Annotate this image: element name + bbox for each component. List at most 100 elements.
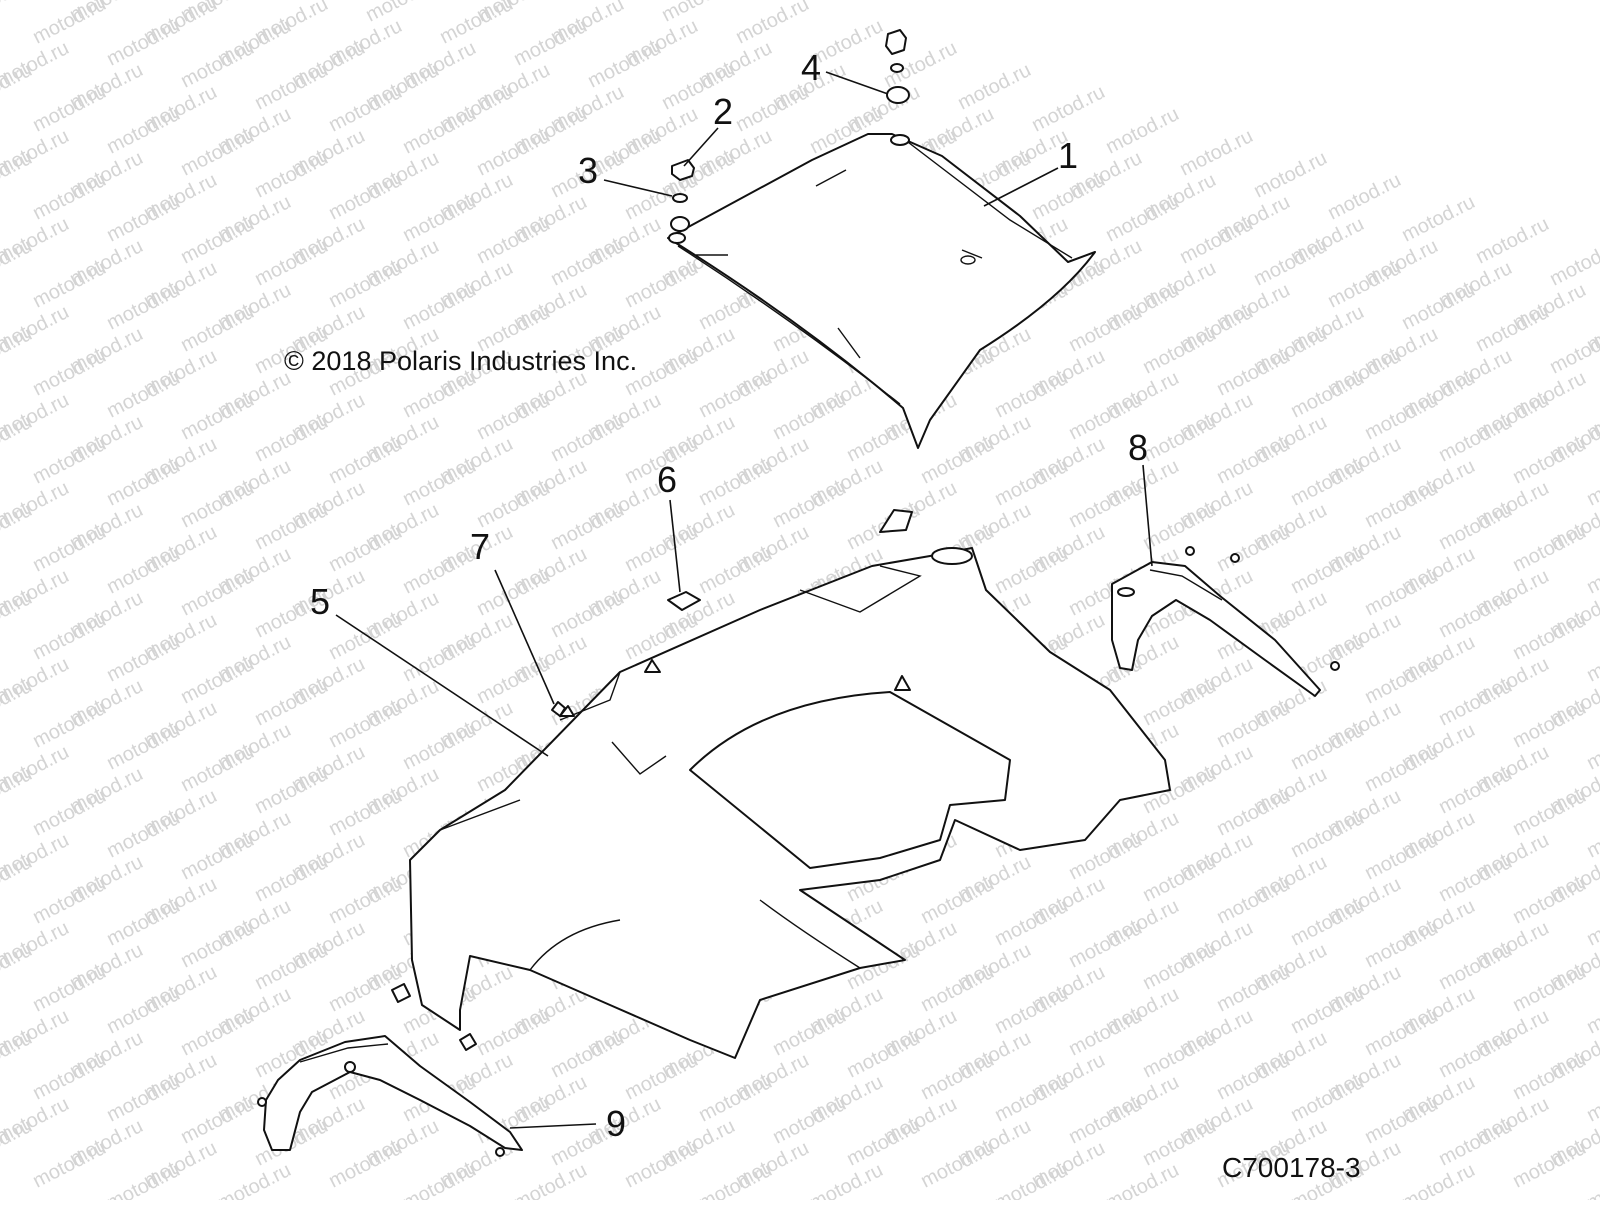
watermark-text: motod.ru (991, 543, 1071, 598)
watermark-text: motod.ru (251, 411, 331, 466)
watermark-text: motod.ru (103, 279, 183, 334)
figure-id: C700178-3 (1222, 1152, 1361, 1183)
watermark-text: motod.ru (103, 719, 183, 774)
watermark-text: motod.ru (325, 169, 405, 224)
watermark-text: motod.ru (917, 1137, 997, 1192)
watermark-text: motod.ru (917, 961, 997, 1016)
callout-6: 6 (657, 459, 677, 500)
watermark-text: motod.ru (103, 983, 183, 1038)
watermark-text: motod.ru (1583, 631, 1600, 686)
watermark-text: motod.ru (1213, 697, 1293, 752)
watermark-text: motod.ru (621, 521, 701, 576)
part-2-push-pin (671, 159, 695, 181)
watermark-text: motod.ru (695, 1071, 775, 1126)
watermark-text: motod.ru (29, 1049, 109, 1104)
watermark-text: motod.ru (917, 1049, 997, 1104)
callout-4: 4 (801, 47, 821, 88)
callout-8: 8 (1128, 427, 1148, 468)
watermark-text: motod.ru (1213, 521, 1293, 576)
part-1-cargo-lid (667, 133, 1096, 449)
watermark-text: motod.ru (177, 213, 257, 268)
watermark-text: motod.ru (1324, 169, 1404, 224)
watermark-text: motod.ru (177, 917, 257, 972)
watermark-text: motod.ru (1435, 851, 1515, 906)
callout-7: 7 (470, 526, 490, 567)
watermark-text: motod.ru (991, 1159, 1071, 1200)
part-5-rear-body-panel (391, 509, 1171, 1059)
watermark-text: motod.ru (1213, 1049, 1293, 1104)
watermark-text: motod.ru (1435, 675, 1515, 730)
watermark-text: motod.ru (547, 587, 627, 642)
watermark-text: motod.ru (1435, 763, 1515, 818)
watermark-text: motod.ru (325, 785, 405, 840)
watermark-text: motod.ru (1509, 433, 1589, 488)
watermark-text: motod.ru (1250, 147, 1330, 202)
watermark-text: motod.ru (1139, 323, 1219, 378)
watermark-text: motod.ru (547, 499, 627, 554)
watermark-text: motod.ru (103, 543, 183, 598)
watermark-text: motod.ru (1509, 609, 1589, 664)
callout-3: 3 (578, 150, 598, 191)
watermark-text: motod.ru (1213, 961, 1293, 1016)
watermark-text: motod.ru (1583, 807, 1600, 862)
watermark-text: motod.ru (991, 983, 1071, 1038)
watermark-text: motod.ru (399, 279, 479, 334)
leader-lines (335, 71, 1153, 1129)
watermark-text: motod.ru (1435, 1115, 1515, 1170)
watermark-text: motod.ru (1139, 1115, 1219, 1170)
watermark-text: motod.ru (1102, 1159, 1182, 1200)
watermark-text: motod.ru (1361, 741, 1441, 796)
watermark-text: motod.ru (917, 433, 997, 488)
watermark-text: motod.ru (1509, 785, 1589, 840)
watermark-text: motod.ru (547, 235, 627, 290)
watermark-text: motod.ru (1472, 301, 1552, 356)
watermark-text: motod.ru (806, 1159, 886, 1200)
watermark-text: motod.ru (251, 675, 331, 730)
watermark-text: motod.ru (1287, 983, 1367, 1038)
watermark-text: motod.ru (1361, 477, 1441, 532)
callout-5: 5 (310, 581, 330, 622)
watermark-text: motod.ru (1287, 895, 1367, 950)
watermark-text: motod.ru (29, 1137, 109, 1192)
watermark-text: motod.ru (769, 389, 849, 444)
watermark-text: motod.ru (1176, 213, 1256, 268)
watermark-text: motod.ru (954, 59, 1034, 114)
watermark-text: motod.ru (1435, 939, 1515, 994)
watermark-text: motod.ru (658, 0, 738, 26)
watermark-text: motod.ru (1065, 917, 1145, 972)
watermark-text: motod.ru (843, 1115, 923, 1170)
watermark-text: motod.ru (473, 125, 553, 180)
watermark-text: motod.ru (1583, 1071, 1600, 1126)
watermark-text: motod.ru (29, 257, 109, 312)
watermark-text: motod.ru (177, 389, 257, 444)
watermark-text: motod.ru (1472, 213, 1552, 268)
watermark-text: motod.ru (177, 37, 257, 92)
watermark-text: motod.ru (621, 1137, 701, 1192)
watermark-text: motod.ru (695, 1159, 775, 1200)
watermark-text: motod.ru (1435, 1027, 1515, 1082)
watermark-text: motod.ru (29, 433, 109, 488)
watermark-text: motod.ru (1361, 917, 1441, 972)
watermark-text: motod.ru (1509, 873, 1589, 928)
watermark-text: motod.ru (251, 235, 331, 290)
watermark-text: motod.ru (1361, 565, 1441, 620)
callout-9: 9 (606, 1103, 626, 1144)
watermark-text: motod.ru (399, 631, 479, 686)
watermark-text: motod.ru (1361, 653, 1441, 708)
watermark-text: motod.ru (1102, 191, 1182, 246)
watermark-text: motod.ru (251, 851, 331, 906)
watermark-text: motod.ru (399, 1159, 479, 1200)
watermark-text: motod.ru (1139, 411, 1219, 466)
watermark-text: motod.ru (510, 15, 590, 70)
watermark-text: motod.ru (1398, 279, 1478, 334)
watermark-text: motod.ru (103, 15, 183, 70)
watermark-text: motod.ru (1509, 521, 1589, 576)
watermark-text: motod.ru (769, 1005, 849, 1060)
watermark-text: motod.ru (103, 807, 183, 862)
watermark-text: motod.ru (695, 367, 775, 422)
watermark-text: motod.ru (1065, 1093, 1145, 1148)
watermark-text: motod.ru (177, 565, 257, 620)
watermark-text: motod.ru (1287, 455, 1367, 510)
watermark-text: motod.ru (991, 367, 1071, 422)
